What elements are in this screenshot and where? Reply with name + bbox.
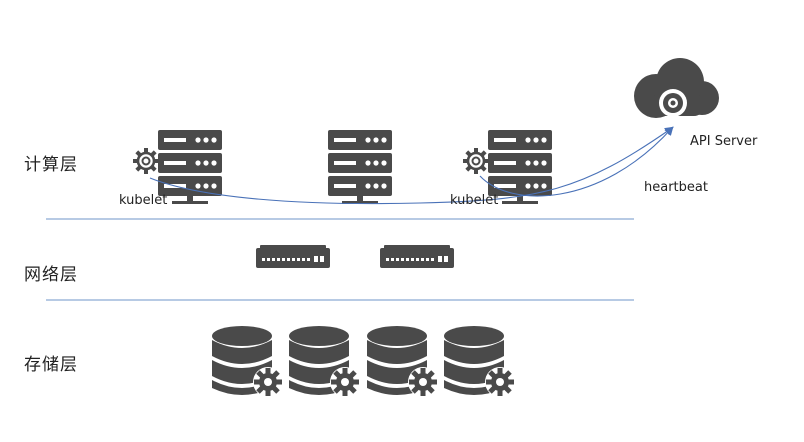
database-icon-2 bbox=[289, 326, 360, 397]
kubelet-label-left: kubelet bbox=[119, 193, 168, 208]
server-icon-node-2 bbox=[328, 130, 392, 204]
heartbeat-line-left bbox=[149, 126, 674, 205]
network-layer-label: 网络层 bbox=[24, 265, 78, 285]
gear-icon-node-3 bbox=[461, 146, 491, 176]
cloud-icon bbox=[634, 58, 719, 118]
kubelet-label-right: kubelet bbox=[450, 193, 499, 208]
compute-layer-label: 计算层 bbox=[24, 155, 78, 175]
database-icon-3 bbox=[367, 326, 438, 397]
switch-icon-1 bbox=[256, 245, 330, 268]
storage-layer-label: 存储层 bbox=[24, 355, 78, 375]
database-icon-1 bbox=[212, 326, 283, 397]
switch-icon-2 bbox=[380, 245, 454, 268]
heartbeat-label: heartbeat bbox=[644, 180, 708, 195]
gear-icon-node-1 bbox=[131, 146, 161, 176]
api-server-label: API Server bbox=[690, 134, 758, 149]
database-icon-4 bbox=[444, 326, 515, 397]
server-icon-node-1 bbox=[158, 130, 222, 204]
heartbeat-line-right bbox=[479, 126, 674, 197]
